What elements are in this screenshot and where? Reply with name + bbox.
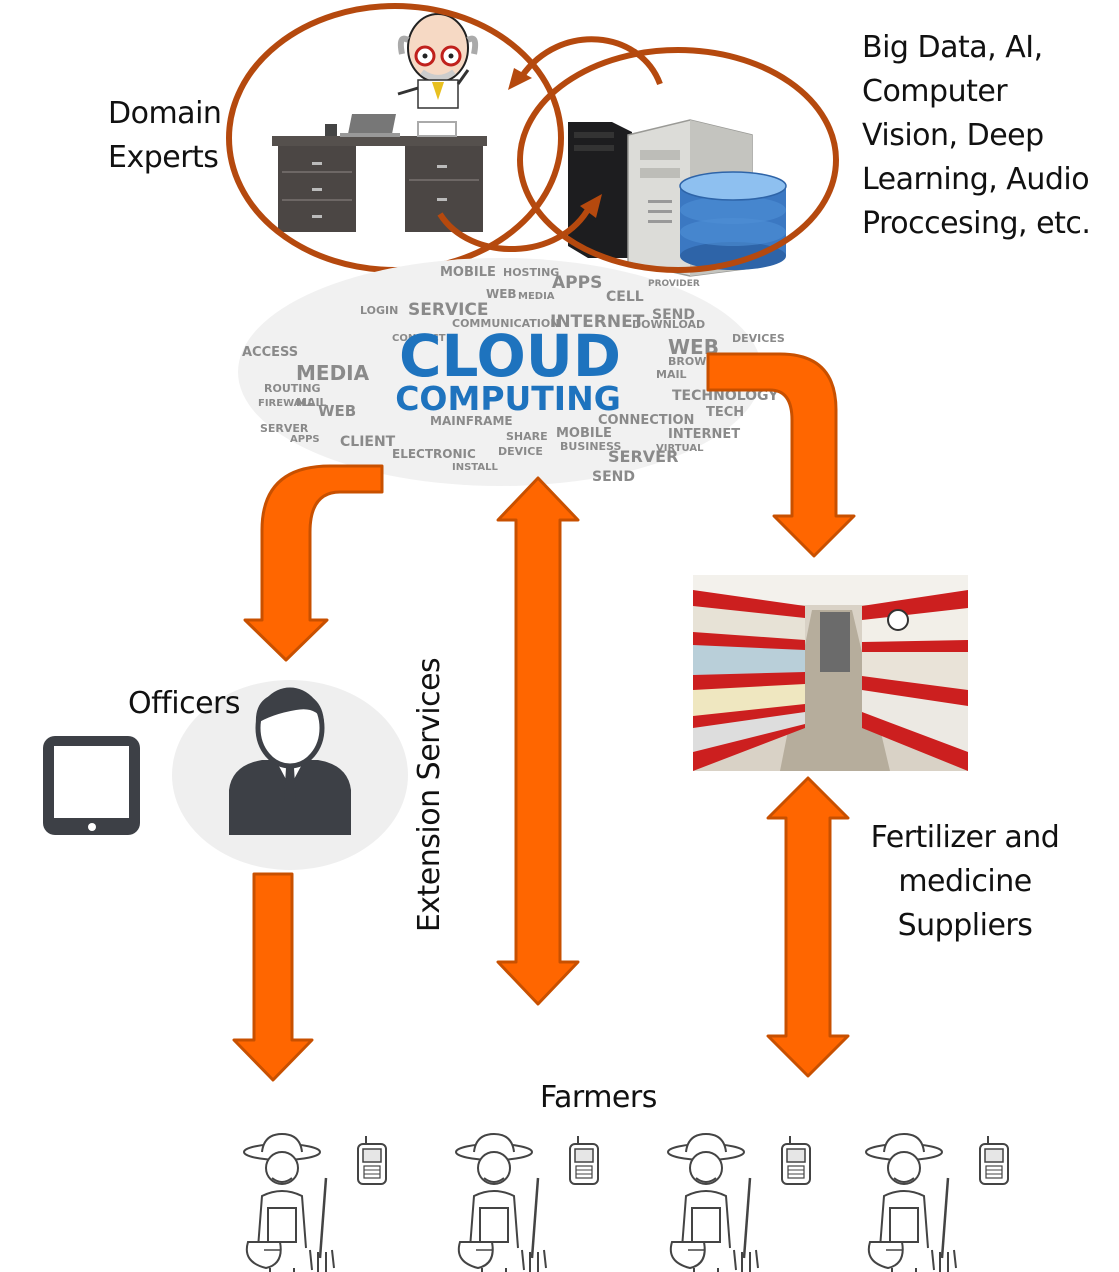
cloud-word: CONNECT [392, 333, 446, 344]
cloud-word: INTERNET [668, 427, 740, 442]
cloud-word: CLIENT [340, 434, 396, 450]
cloud-word: TECH [706, 405, 744, 420]
mobile-phone-icon [357, 1136, 387, 1185]
cloud-word: CONNECTION [598, 413, 694, 428]
label-line: Domain [108, 96, 222, 131]
cloud-word: CELL [606, 289, 644, 305]
officer-avatar-icon [172, 680, 408, 870]
farmer-icon [865, 1132, 957, 1272]
cloud-word: APPS [552, 273, 602, 293]
cloud-word: DEVICES [732, 332, 785, 345]
arrow-extension-services [496, 476, 580, 1006]
cloud-word: SEND [592, 469, 635, 485]
arrow-cloud-to-officers [243, 464, 384, 662]
cloud-word: WEB [318, 402, 356, 420]
cloud-word: HOSTING [503, 266, 559, 279]
mobile-phone-icon [979, 1136, 1009, 1185]
label-line: Experts [108, 140, 219, 175]
cloud-word: SERVER [608, 447, 678, 466]
cloud-word: SERVICE [408, 300, 489, 320]
farmer-icon [243, 1132, 335, 1272]
label-line: Computer [862, 74, 1008, 109]
cloud-word: LOGIN [360, 304, 398, 317]
cycle-arrow-bottom [437, 204, 593, 253]
cloud-word: DOWNLOAD [632, 318, 705, 331]
cloud-word: SHARE [506, 430, 548, 443]
cloud-word: MOBILE [440, 265, 496, 280]
cloud-word: MAIL [296, 396, 327, 409]
label-line: Learning, Audio [862, 162, 1090, 197]
cloud-word: COMMUNICATION [452, 317, 559, 330]
cloud-word: DEVICE [498, 445, 543, 458]
cloud-word: SEND [652, 307, 695, 323]
compute-ring [517, 47, 839, 273]
scientist-icon [397, 13, 479, 109]
mobile-phone-icon [569, 1136, 599, 1185]
officers-group [43, 680, 408, 870]
cloud-word: FIREWALL [258, 398, 315, 409]
cloud-word: MEDIA [518, 291, 555, 302]
farmer-icon [455, 1132, 547, 1272]
cloud-word: WEB [486, 287, 517, 301]
label-extension-services: Extension Services [412, 657, 447, 933]
label-domain-experts: Domain Experts [108, 92, 222, 180]
label-line: Big Data, AI, [862, 30, 1043, 65]
cloud-word: INTERNET [550, 312, 645, 332]
store-shelves-image [693, 575, 968, 771]
expert-compute-cycle [226, 3, 839, 277]
arrow-cloud-to-store [706, 352, 856, 558]
arrow-suppliers-farmers [766, 776, 850, 1078]
label-line: Suppliers [897, 908, 1033, 943]
cloud-word: APPS [290, 434, 320, 445]
label-line: Proccesing, etc. [862, 206, 1091, 241]
cloud-word: MAINFRAME [430, 414, 513, 428]
cloud-word: ACCESS [242, 345, 298, 360]
cloud-word: TECHNOLOGY [672, 388, 779, 404]
label-line: Vision, Deep [862, 118, 1044, 153]
cloud-word: MOBILE [556, 426, 612, 441]
cloud-word: ELECTRONIC [392, 447, 476, 461]
cloud-word: BUSINESS [560, 440, 621, 453]
cloud-word: INSTALL [452, 462, 498, 473]
label-farmers: Farmers [540, 1080, 657, 1115]
cloud-title-2: COMPUTING [395, 379, 621, 418]
desk-icon [272, 114, 487, 232]
arrow-officers-to-farmers [232, 872, 314, 1082]
farmer-icon [667, 1132, 759, 1272]
tablet-icon [43, 736, 140, 835]
database-icon [679, 171, 787, 270]
cycle-arrow-top [519, 36, 663, 86]
cloud-word: MAIL [656, 368, 687, 381]
mobile-phone-icon [781, 1136, 811, 1185]
cloud-word: ROUTING [264, 382, 321, 395]
label-big-data-ai: Big Data, AI, Computer Vision, Deep Lear… [862, 26, 1091, 246]
cloud-word: VIRTUAL [656, 443, 704, 454]
label-line: Fertilizer and [870, 820, 1060, 855]
farmers-row [243, 1132, 1009, 1272]
label-officers: Officers [128, 686, 241, 721]
cloud-word: SERVER [260, 422, 309, 435]
cloud-word: MEDIA [296, 361, 370, 385]
label-line: medicine [898, 864, 1032, 899]
label-fertilizer-suppliers: Fertilizer and medicine Suppliers [860, 816, 1070, 948]
cloud-word: PROVIDER [648, 279, 700, 289]
cloud-title-1: CLOUD [399, 322, 621, 390]
